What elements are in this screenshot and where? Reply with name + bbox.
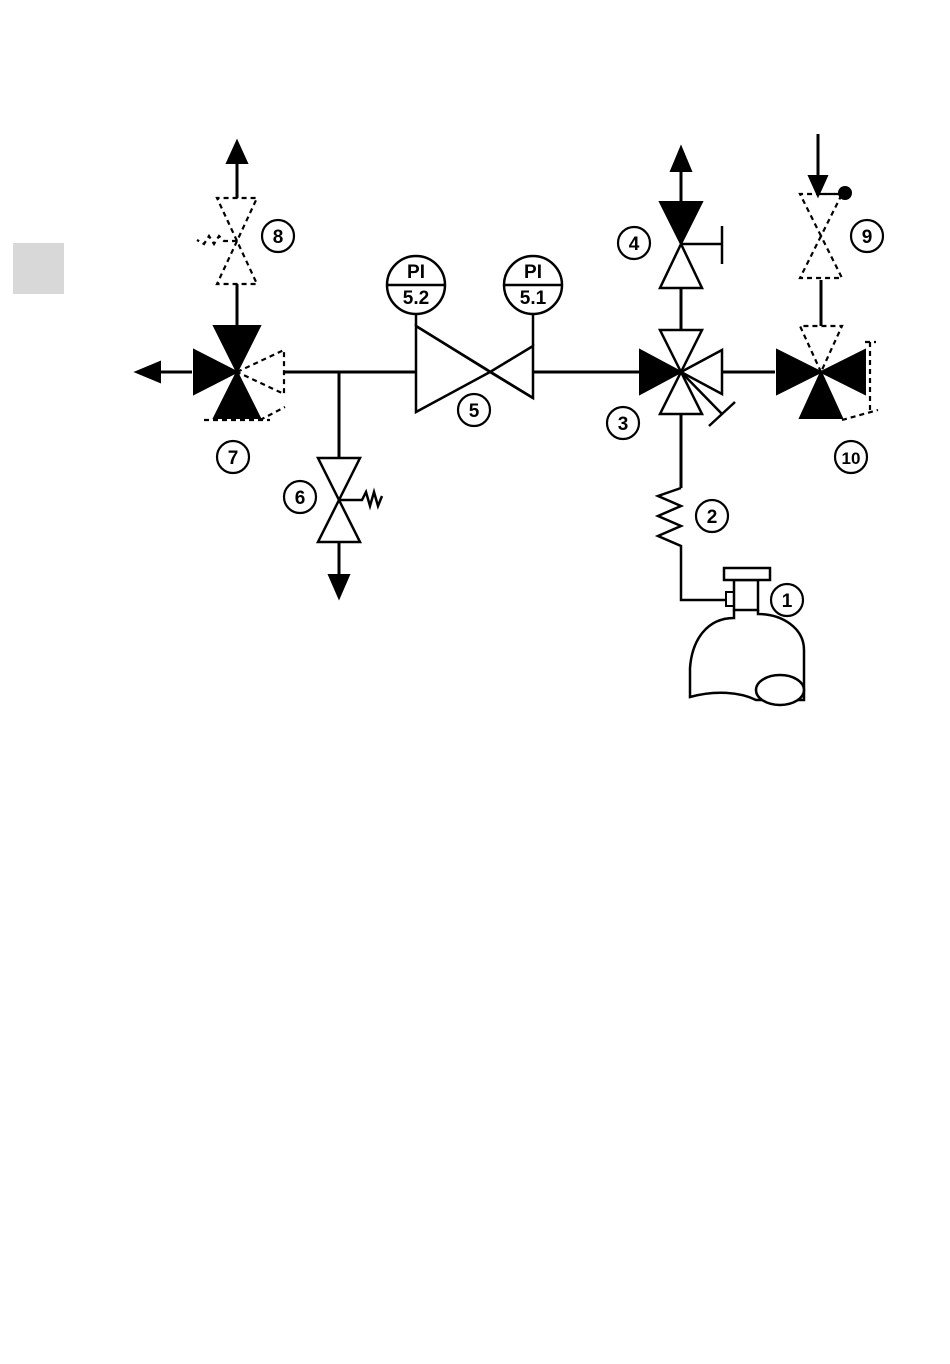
callout-8: 8 <box>262 220 294 252</box>
svg-text:8: 8 <box>273 227 284 248</box>
svg-text:5: 5 <box>469 401 480 422</box>
callout-1: 1 <box>771 584 803 616</box>
left-outlet-arrow-icon <box>136 362 192 382</box>
callout-10: 10 <box>835 441 867 473</box>
valve-7-four-way-icon <box>194 326 285 420</box>
svg-text:3: 3 <box>618 414 629 435</box>
piping-diagram: PI 5.2 PI 5.1 <box>0 0 950 760</box>
svg-text:2: 2 <box>707 507 718 528</box>
gauge-5-1-top: PI <box>524 262 542 283</box>
gauge-5-2-top: PI <box>407 262 425 283</box>
svg-text:4: 4 <box>629 234 640 255</box>
valve-3-four-way-icon <box>640 330 735 426</box>
callout-6: 6 <box>284 481 316 513</box>
valve-9-inlet-icon <box>800 134 852 326</box>
callout-4: 4 <box>618 227 650 259</box>
svg-text:10: 10 <box>842 449 861 468</box>
gauge-5-2-bottom: 5.2 <box>403 288 429 309</box>
svg-text:1: 1 <box>782 591 793 612</box>
svg-text:6: 6 <box>295 488 306 509</box>
callout-2: 2 <box>696 500 728 532</box>
gauge-pi-5-1: PI 5.1 <box>504 256 562 314</box>
svg-text:9: 9 <box>862 227 873 248</box>
callout-9: 9 <box>851 220 883 252</box>
svg-text:7: 7 <box>228 448 239 469</box>
valve-4-shutoff-icon <box>660 147 722 330</box>
callout-5: 5 <box>458 394 490 426</box>
callout-7: 7 <box>217 441 249 473</box>
valve-10-four-way-icon <box>777 326 878 420</box>
gauge-pi-5-2: PI 5.2 <box>387 256 445 314</box>
valve-8-relief-icon <box>197 141 257 326</box>
gauge-5-1-bottom: 5.1 <box>520 288 547 309</box>
callout-3: 3 <box>607 407 639 439</box>
valve-6-relief-icon <box>318 458 382 542</box>
